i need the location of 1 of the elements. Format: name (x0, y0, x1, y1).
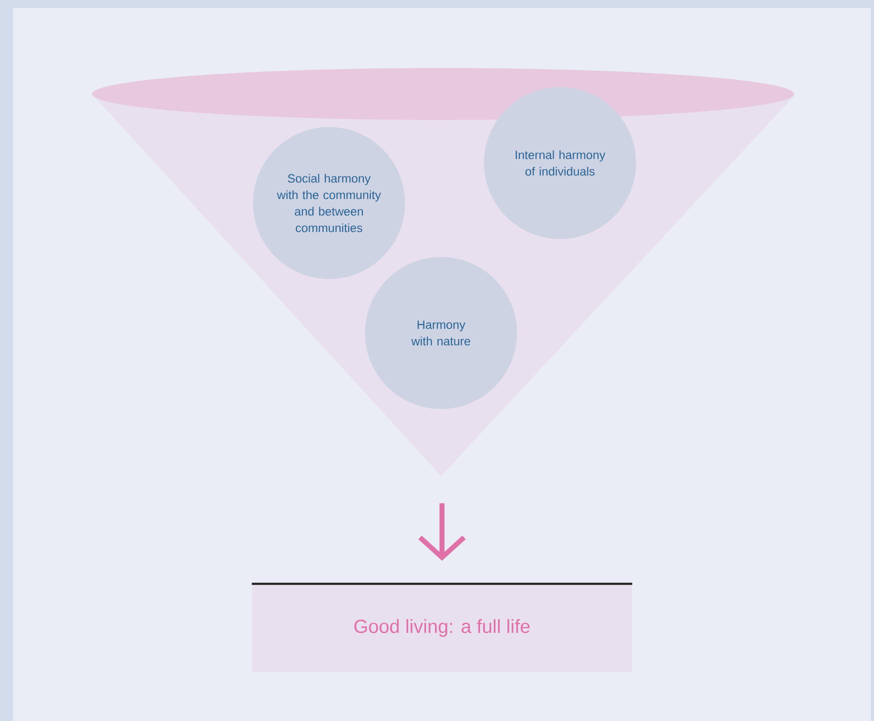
result-box: Good living: a full life (252, 582, 632, 672)
